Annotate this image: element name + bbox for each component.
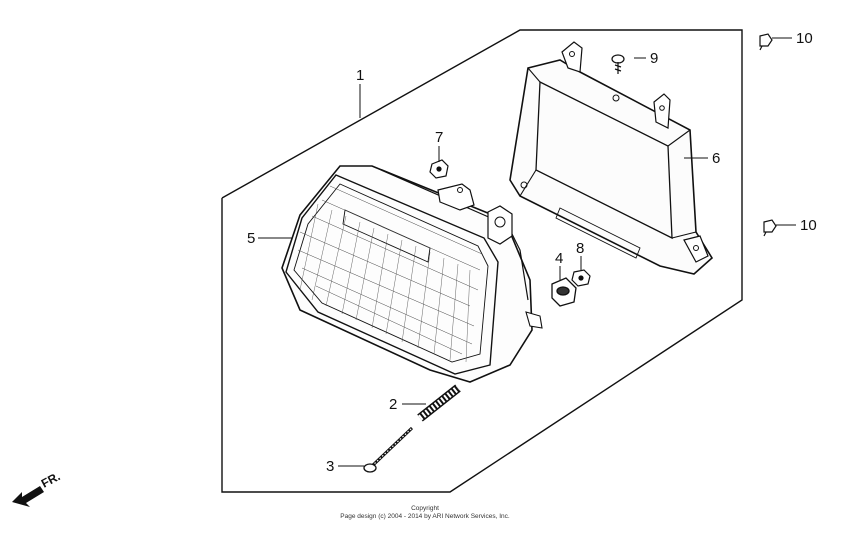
callout-8: 8 — [576, 240, 584, 257]
callout-9: 9 — [650, 50, 658, 67]
nut-8 — [571, 269, 591, 287]
assembly-outline — [221, 29, 743, 493]
front-direction-label: FR. — [39, 469, 63, 490]
screw-9 — [611, 54, 625, 74]
callout-5: 5 — [247, 230, 255, 247]
leader-lines — [258, 37, 796, 467]
callout-10-bottom: 10 — [800, 217, 817, 234]
callout-7: 7 — [435, 129, 443, 146]
copyright-line-2: Page design (c) 2004 - 2014 by ARI Netwo… — [340, 513, 510, 520]
headlight-lens — [281, 165, 543, 383]
callout-3: 3 — [326, 458, 334, 475]
copyright-line-1: Copyright — [411, 505, 439, 512]
callout-6: 6 — [712, 150, 720, 167]
bolt-10-bottom — [763, 219, 777, 237]
callout-2: 2 — [389, 396, 397, 413]
callout-1: 1 — [356, 67, 364, 84]
rubber-cap-4 — [551, 277, 577, 307]
headlight-case — [509, 41, 714, 275]
front-direction-arrow-icon: FR. — [12, 469, 62, 507]
callout-4: 4 — [555, 250, 563, 267]
spring-2 — [417, 384, 461, 422]
callout-10-top: 10 — [796, 30, 813, 47]
adjuster-screw-3 — [363, 426, 414, 473]
bolt-10-top — [759, 33, 773, 51]
clip-nut-7 — [429, 159, 449, 179]
